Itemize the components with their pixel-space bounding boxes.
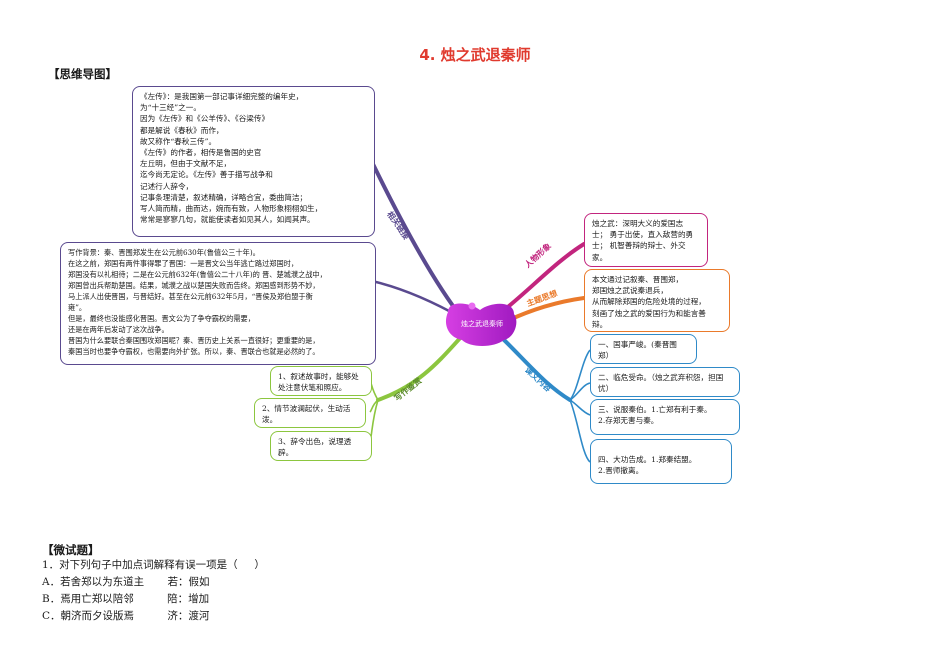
background-line: 秦国当时也要争夺霸权，也需要向外扩张。所以，秦、晋联合也就是必然的了。 [68, 347, 320, 356]
character-line: 家。 [592, 252, 608, 262]
writing-line: 泼。 [262, 415, 278, 425]
content-box-1: 一、国事严峻。(秦晋围 郑） [590, 334, 697, 364]
background-line: 在这之前，郑国有两件事得罪了晋国：一是晋文公当年逃亡路过郑国时， [68, 259, 299, 268]
theme-box: 本文通过记叙秦、晋围郑， 郑国烛之武说秦退兵， 从而解除郑国的危险处境的过程， … [584, 269, 730, 332]
content-line: 三、说服秦伯。1.亡郑有利于秦。 [598, 405, 712, 414]
branch-line-content [498, 334, 572, 402]
writing-line: 辟。 [278, 448, 294, 458]
background-line: 雍”。 [68, 303, 87, 312]
zuozhuan-line: 为“十三经”之一。 [140, 103, 201, 113]
content-line: 2.存郑无害与秦。 [598, 416, 659, 426]
writing-box-3: 3、辞令出色，说理透 辟。 [270, 431, 372, 461]
writing-line: 1、叙述故事时，能够处 [278, 372, 359, 381]
content-box-4: 四、大功告成。1.郑秦结盟。 2.晋师撤离。 [590, 439, 732, 484]
zuozhuan-line: 迄今尚无定论。《左传》善于描写战争和 [140, 170, 273, 180]
theme-line: 辩。 [592, 319, 608, 329]
content-line: 四、大功告成。1.郑秦结盟。 [598, 455, 697, 464]
theme-line: 从而解除郑国的危险处境的过程， [592, 297, 706, 307]
character-line: 士； 机智善辩的辩士、外交 [592, 241, 686, 251]
background-line: 郑国没有以礼相待；二是在公元前632年(鲁僖公二十八年)的 晋、楚城濮之战中， [68, 270, 327, 279]
background-line: 郑国曾出兵帮助楚国。结果，城濮之战以楚国失败而告终。郑国感到形势不妙， [68, 281, 320, 290]
background-line: 写作背景：秦、晋围郑发生在公元前630年(鲁僖公三十年)。 [68, 248, 260, 257]
quiz-question: 1．对下列句子中加点词解释有误一项是（ ） [42, 559, 265, 571]
branch-line-writing [376, 334, 464, 402]
content-box-2: 二、临危受命。（烛之武弃积怨，担国 忧） [590, 367, 740, 397]
center-node [445, 303, 517, 346]
writing-line: 3、辞令出色，说理透 [278, 437, 352, 446]
page-title: 4. 烛之武退秦师 [419, 46, 531, 64]
quiz-option-c: C．朝济而夕设版焉 济：渡河 [42, 610, 210, 622]
zuozhuan-line: 记述行人辞令， [140, 181, 194, 191]
mindmap-heading: 【思维导图】 [48, 67, 117, 81]
content-line: 郑） [598, 351, 614, 361]
content-line: 忧） [598, 384, 614, 394]
content-box-3: 三、说服秦伯。1.亡郑有利于秦。 2.存郑无害与秦。 [590, 399, 740, 435]
writing-line: 2、情节波澜起伏，生动活 [262, 404, 351, 413]
quiz-option-a: A．若舍郑以为东道主 若：假如 [42, 576, 210, 588]
zuozhuan-line: 都是解说《春秋》而作， [140, 125, 224, 135]
zuozhuan-line: 《左传》的作者，相传是鲁国的史官 [140, 148, 262, 158]
background-line: 马上派人出使晋国，与晋结好。甚至在公元前632年5月，“晋侯及郑伯盟于衡 [68, 292, 313, 301]
content-line: 一、国事严峻。(秦晋围 [598, 340, 677, 349]
zuozhuan-line: 左丘明，但由于文献不足， [140, 159, 232, 169]
background-line: 晋国为什么要联合秦国围攻郑国呢？秦、晋历史上关系一直很好；更重要的是， [68, 336, 320, 345]
theme-line: 本文通过记叙秦、晋围郑， [592, 275, 684, 284]
theme-line: 郑国烛之武说秦退兵， [592, 286, 668, 296]
character-line: 烛之武：深明大义的爱国志 [592, 219, 684, 228]
content-line: 二、临危受命。（烛之武弃积怨，担国 [598, 373, 724, 382]
zuozhuan-line: 《左传》：是我国第一部记事详细完整的编年史， [140, 92, 304, 101]
zuozhuan-line: 常常是寥寥几句，就能使读者如见其人，如闻其声。 [140, 215, 315, 225]
zuozhuan-line: 因为《左传》和《公羊传》、《谷梁传》 [140, 114, 270, 124]
theme-line: 刻画了烛之武的爱国行为和能言善 [592, 308, 706, 318]
writing-box-2: 2、情节波澜起伏，生动活 泼。 [254, 398, 366, 428]
quiz-heading: 【微试题】 [42, 543, 100, 557]
zuozhuan-box: 《左传》：是我国第一部记事详细完整的编年史， 为“十三经”之一。 因为《左传》和… [132, 86, 375, 237]
center-label: 烛之武退秦师 [461, 320, 503, 328]
zuozhuan-line: 故又称作“春秋三传”。 [140, 136, 217, 146]
background-line: 但是，最终也没能感化晋国。晋文公为了争夺霸权的需要， [68, 314, 255, 323]
background-line: 还是在两年后发动了这次战争。 [68, 325, 169, 334]
content-line: 2.晋师撤离。 [598, 466, 644, 476]
writing-line: 处注意伏笔和照应。 [278, 383, 347, 393]
character-box: 烛之武：深明大义的爱国志 士； 勇于出使，直入敌营的勇 士； 机智善辩的辩士、外… [584, 213, 708, 267]
zuozhuan-line: 写人简而精，曲而达，婉而有致，人物形象栩栩如生， [140, 204, 323, 214]
background-box: 写作背景：秦、晋围郑发生在公元前630年(鲁僖公三十年)。 在这之前，郑国有两件… [60, 242, 376, 365]
quiz-option-b: B．焉用亡郑以陪邻 陪：增加 [42, 593, 210, 605]
writing-box-1: 1、叙述故事时，能够处 处注意伏笔和照应。 [270, 366, 372, 396]
zuozhuan-line: 记事条理清楚，叙述精确，详略合宜，委曲简洁； [140, 192, 308, 202]
character-line: 士； 勇于出使，直入敌营的勇 [592, 230, 694, 240]
